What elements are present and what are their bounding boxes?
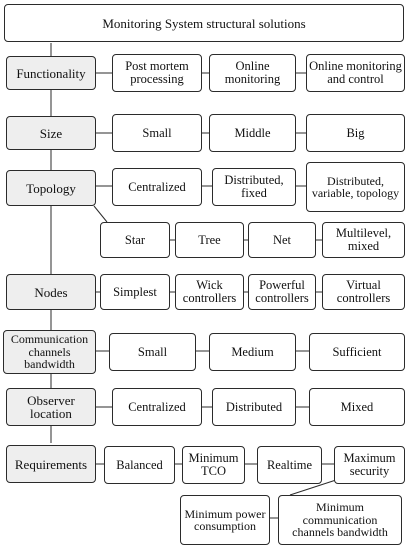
option-requirements-maximum-security: Maximum security xyxy=(334,446,405,484)
category-communication-bandwidth: Communication channels bandwidth xyxy=(3,330,96,374)
option-bandwidth-medium: Medium xyxy=(209,333,296,371)
category-topology: Topology xyxy=(6,170,96,206)
option-topology-multilevel-mixed: Multilevel, mixed xyxy=(322,222,405,258)
category-requirements: Requirements xyxy=(6,445,96,483)
option-topology-centralized: Centralized xyxy=(112,168,202,206)
option-requirements-minimum-power: Minimum power consumption xyxy=(180,495,270,545)
option-observer-mixed: Mixed xyxy=(309,388,405,426)
option-post-mortem-processing: Post mortem processing xyxy=(112,54,202,92)
option-bandwidth-small: Small xyxy=(109,333,196,371)
category-functionality: Functionality xyxy=(6,56,96,90)
option-nodes-simplest: Simplest xyxy=(100,274,170,310)
category-observer-location: Observer location xyxy=(6,388,96,426)
option-requirements-balanced: Balanced xyxy=(104,446,175,484)
option-online-monitoring: Online monitoring xyxy=(209,54,296,92)
option-nodes-wick-controllers: Wick controllers xyxy=(175,274,244,310)
option-size-big: Big xyxy=(306,114,405,152)
option-requirements-minimum-bandwidth: Minimum communication channels bandwidth xyxy=(278,495,402,545)
category-nodes: Nodes xyxy=(6,274,96,310)
option-nodes-virtual-controllers: Virtual controllers xyxy=(322,274,405,310)
option-size-middle: Middle xyxy=(209,114,296,152)
diagram-title: Monitoring System structural solutions xyxy=(4,4,404,42)
option-size-small: Small xyxy=(112,114,202,152)
category-size: Size xyxy=(6,116,96,150)
option-requirements-minimum-tco: Minimum TCO xyxy=(182,446,245,484)
option-nodes-powerful-controllers: Powerful controllers xyxy=(248,274,316,310)
option-topology-star: Star xyxy=(100,222,170,258)
option-observer-centralized: Centralized xyxy=(112,388,202,426)
option-topology-distributed-fixed: Distributed, fixed xyxy=(212,168,296,206)
option-topology-net: Net xyxy=(248,222,316,258)
option-requirements-realtime: Realtime xyxy=(257,446,322,484)
option-online-monitoring-and-control: Online monitoring and control xyxy=(306,54,405,92)
option-topology-distributed-variable: Distributed, variable, topology xyxy=(306,162,405,212)
option-observer-distributed: Distributed xyxy=(212,388,296,426)
option-bandwidth-sufficient: Sufficient xyxy=(309,333,405,371)
option-topology-tree: Tree xyxy=(175,222,244,258)
